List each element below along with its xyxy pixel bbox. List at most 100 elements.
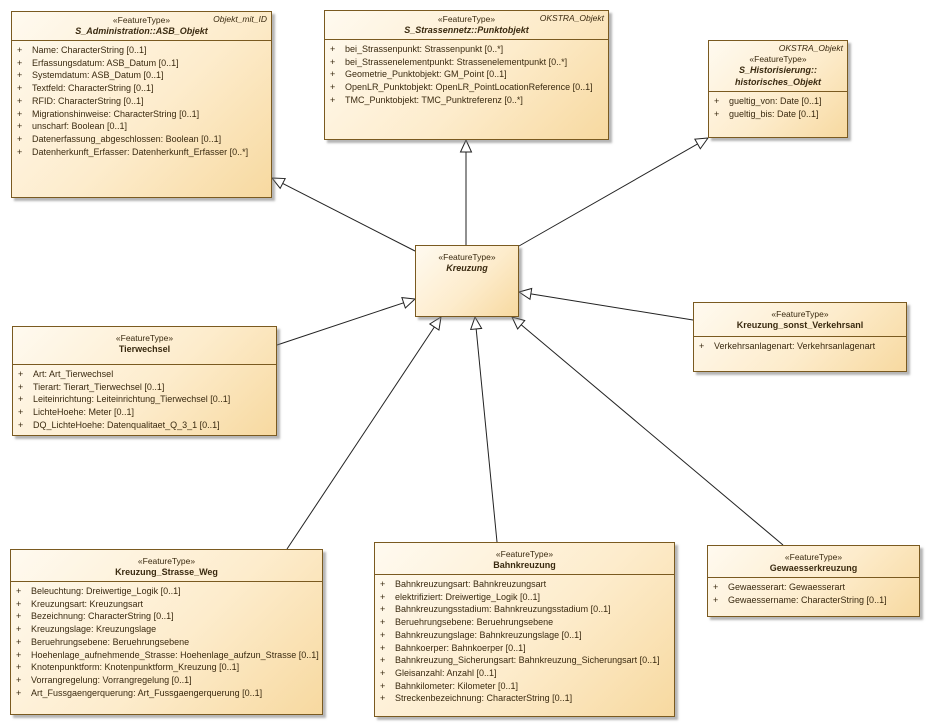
generalization-sonst-to-kreuzung: [517, 287, 694, 321]
generalization-kreuzung-to-hist: [518, 137, 710, 247]
attribute-row: +elektrifiziert: Dreiwertige_Logik [0..1…: [379, 591, 670, 604]
attribute-text: Gleisanzahl: Anzahl [0..1]: [395, 667, 497, 678]
stereotype-label: «FeatureType»: [115, 333, 174, 343]
attribute-row: +LichteHoehe: Meter [0..1]: [17, 406, 272, 419]
generalization-arrowhead: [459, 138, 473, 153]
visibility-marker: +: [713, 594, 719, 605]
class-header: «FeatureType» Bahnkreuzung: [375, 543, 674, 574]
attribute-text: Migrationshinweise: CharacterString [0..…: [32, 108, 200, 119]
attribute-text: Name: CharacterString [0..1]: [32, 45, 147, 55]
class-gewaesserkreuzung[interactable]: «FeatureType» Gewaesserkreuzung +Gewaess…: [707, 545, 920, 617]
visibility-marker: +: [17, 83, 23, 94]
generalization-arrowhead: [511, 316, 526, 330]
attribute-row: +Hoehenlage_aufnehmende_Strasse: Hoehenl…: [15, 649, 319, 662]
generalization-tier-to-kreuzung: [276, 296, 417, 346]
visibility-marker: +: [380, 693, 386, 704]
attribute-row: +Gewaesserart: Gewaesserart: [712, 581, 915, 594]
class-name: Tierwechsel: [118, 344, 171, 354]
visibility-marker: +: [17, 133, 23, 144]
generalization-line: [282, 183, 416, 252]
generalization-gewaesser-to-kreuzung: [511, 316, 784, 546]
stereotype-label: «FeatureType»: [137, 556, 196, 566]
attribute-text: Bahnkreuzungslage: Bahnkreuzungslage [0.…: [395, 629, 582, 640]
attribute-row: + Vorrangregelung: Vorrangregelung [0..1]: [15, 674, 318, 687]
attribute-row: +Kreuzungsart: Kreuzungsart: [15, 598, 318, 611]
stereotype-label: «FeatureType»: [784, 552, 843, 562]
class-name: S_Historisierung:: historisches_Objekt: [734, 65, 822, 87]
attribute-row: +Art: Art_Tierwechsel: [17, 368, 272, 381]
generalization-arrowhead: [694, 137, 710, 150]
attribute-row: +bei_Strassenelementpunkt: Strasseneleme…: [329, 56, 604, 69]
stereotype-label: «FeatureType»: [112, 15, 171, 25]
attribute-row: +Datenherkunft_Erfasser: Datenherkunft_E…: [16, 146, 267, 159]
visibility-marker: +: [330, 56, 336, 67]
generalization-strasse-to-kreuzung: [286, 316, 442, 550]
attribute-text: Gewaessername: CharacterString [0..1]: [728, 594, 887, 605]
attribute-text: Vorrangregelung: Vorrangregelung [0..1]: [31, 674, 192, 685]
attribute-text: Leiteinrichtung: Leiteinrichtung_Tierwec…: [33, 394, 231, 405]
visibility-marker: +: [16, 674, 22, 685]
class-kreuzung[interactable]: «FeatureType» Kreuzung: [415, 245, 519, 317]
visibility-marker: +: [16, 598, 22, 609]
stereotype-label: «FeatureType»: [438, 252, 496, 262]
attribute-row: +Datenerfassung_abgeschlossen: Boolean […: [16, 133, 267, 146]
attribute-row: +bei_Strassenpunkt: Strassenpunkt [0..*]: [329, 43, 604, 56]
class-name: Kreuzung_Strasse_Weg: [115, 567, 218, 577]
attribute-text: Textfeld: CharacterString [0..1]: [32, 83, 154, 94]
attribute-row: +Bahnkreuzungsart: Bahnkreuzungsart: [379, 578, 670, 591]
visibility-marker: +: [18, 369, 24, 379]
generalization-arrowhead: [270, 177, 286, 190]
visibility-marker: +: [16, 636, 22, 647]
attribute-row: +Bahnkilometer: Kilometer [0..1]: [379, 680, 670, 693]
attribute-text: Tierart: Tierart_Tierwechsel [0..1]: [33, 381, 165, 392]
attribute-text: Erfassungsdatum: ASB_Datum [0..1]: [32, 57, 179, 68]
class-header: «FeatureType» Kreuzung_Strasse_Weg: [11, 550, 322, 581]
class-historisches-objekt[interactable]: OKSTRA_Objekt «FeatureType» S_Historisie…: [708, 40, 848, 138]
visibility-marker: +: [16, 611, 22, 622]
attribute-row: +Geometrie_Punktobjekt: GM_Point [0..1]: [329, 68, 604, 81]
generalization-line: [530, 293, 694, 321]
attribute-text: Bahnkreuzungsart: Bahnkreuzungsart: [395, 579, 547, 589]
class-header: «FeatureType» Gewaesserkreuzung: [708, 546, 919, 577]
attribute-compartment: +gueltig_von: Date [0..1]+gueltig_bis: D…: [709, 91, 847, 122]
class-name: S_Strassennetz::Punktobjekt: [404, 25, 529, 35]
class-asb-objekt[interactable]: Objekt_mit_ID «FeatureType» S_Administra…: [11, 11, 272, 198]
visibility-marker: +: [18, 394, 24, 405]
attribute-text: Kreuzungslage: Kreuzungslage: [31, 624, 157, 635]
visibility-marker: +: [16, 687, 22, 698]
class-tierwechsel[interactable]: «FeatureType» Tierwechsel +Art: Art_Tier…: [12, 326, 277, 436]
attribute-compartment: +Beleuchtung: Dreiwertige_Logik [0..1]+K…: [11, 581, 322, 701]
class-punktobjekt[interactable]: OKSTRA_Objekt «FeatureType» S_Strassenne…: [324, 10, 609, 140]
attribute-row: +gueltig_bis: Date [0..1]: [713, 108, 843, 121]
attribute-row: +Kreuzungslage: Kreuzungslage: [15, 623, 318, 636]
attribute-row: +Name: CharacterString [0..1]: [16, 44, 267, 57]
attribute-row: +gueltig_von: Date [0..1]: [713, 95, 843, 108]
visibility-marker: +: [18, 419, 24, 430]
attribute-row: +Tierart: Tierart_Tierwechsel [0..1]: [17, 381, 272, 394]
attribute-row: +Knotenpunktform: Knotenpunktform_Kreuzu…: [15, 661, 318, 674]
generalization-arrowhead: [428, 316, 442, 331]
generalization-line: [520, 324, 784, 546]
attribute-text: gueltig_bis: Date [0..1]: [729, 108, 819, 119]
class-bahnkreuzung[interactable]: «FeatureType» Bahnkreuzung +Bahnkreuzung…: [374, 542, 675, 717]
attribute-row: +RFID: CharacterString [0..1]: [16, 95, 267, 108]
attribute-compartment: +Art: Art_Tierwechsel+Tierart: Tierart_T…: [13, 364, 276, 434]
attribute-row: +Beruehrungsebene: Beruehrungsebene: [379, 616, 670, 629]
attribute-text: Verkehrsanlagenart: Verkehrsanlagenart: [714, 341, 876, 351]
class-kreuzung-strasse-weg[interactable]: «FeatureType» Kreuzung_Strasse_Weg +Bele…: [10, 549, 323, 715]
attribute-row: +Erfassungsdatum: ASB_Datum [0..1]: [16, 57, 267, 70]
class-name: Bahnkreuzung: [493, 560, 556, 570]
attribute-compartment: +Bahnkreuzungsart: Bahnkreuzungsart+elek…: [375, 574, 674, 707]
attribute-text: bei_Strassenpunkt: Strassenpunkt [0..*]: [345, 44, 504, 54]
attribute-row: +Migrationshinweise: CharacterString [0.…: [16, 108, 267, 121]
class-header: OKSTRA_Objekt «FeatureType» S_Historisie…: [709, 41, 847, 91]
attribute-text: unscharf: Boolean [0..1]: [32, 121, 128, 132]
attribute-text: Bahnkilometer: Kilometer [0..1]: [395, 680, 519, 691]
generalization-arrowhead: [469, 315, 483, 331]
class-kreuzung-sonst-verkehrsanl[interactable]: «FeatureType» Kreuzung_sonst_Verkehrsanl…: [693, 302, 907, 372]
attribute-row: + Leiteinrichtung: Leiteinrichtung_Tierwe…: [17, 393, 272, 406]
attribute-text: Knotenpunktform: Knotenpunktform_Kreuzun…: [31, 662, 240, 673]
visibility-marker: +: [17, 95, 23, 106]
visibility-marker: +: [380, 591, 386, 602]
package-label: OKSTRA_Objekt: [778, 43, 843, 53]
